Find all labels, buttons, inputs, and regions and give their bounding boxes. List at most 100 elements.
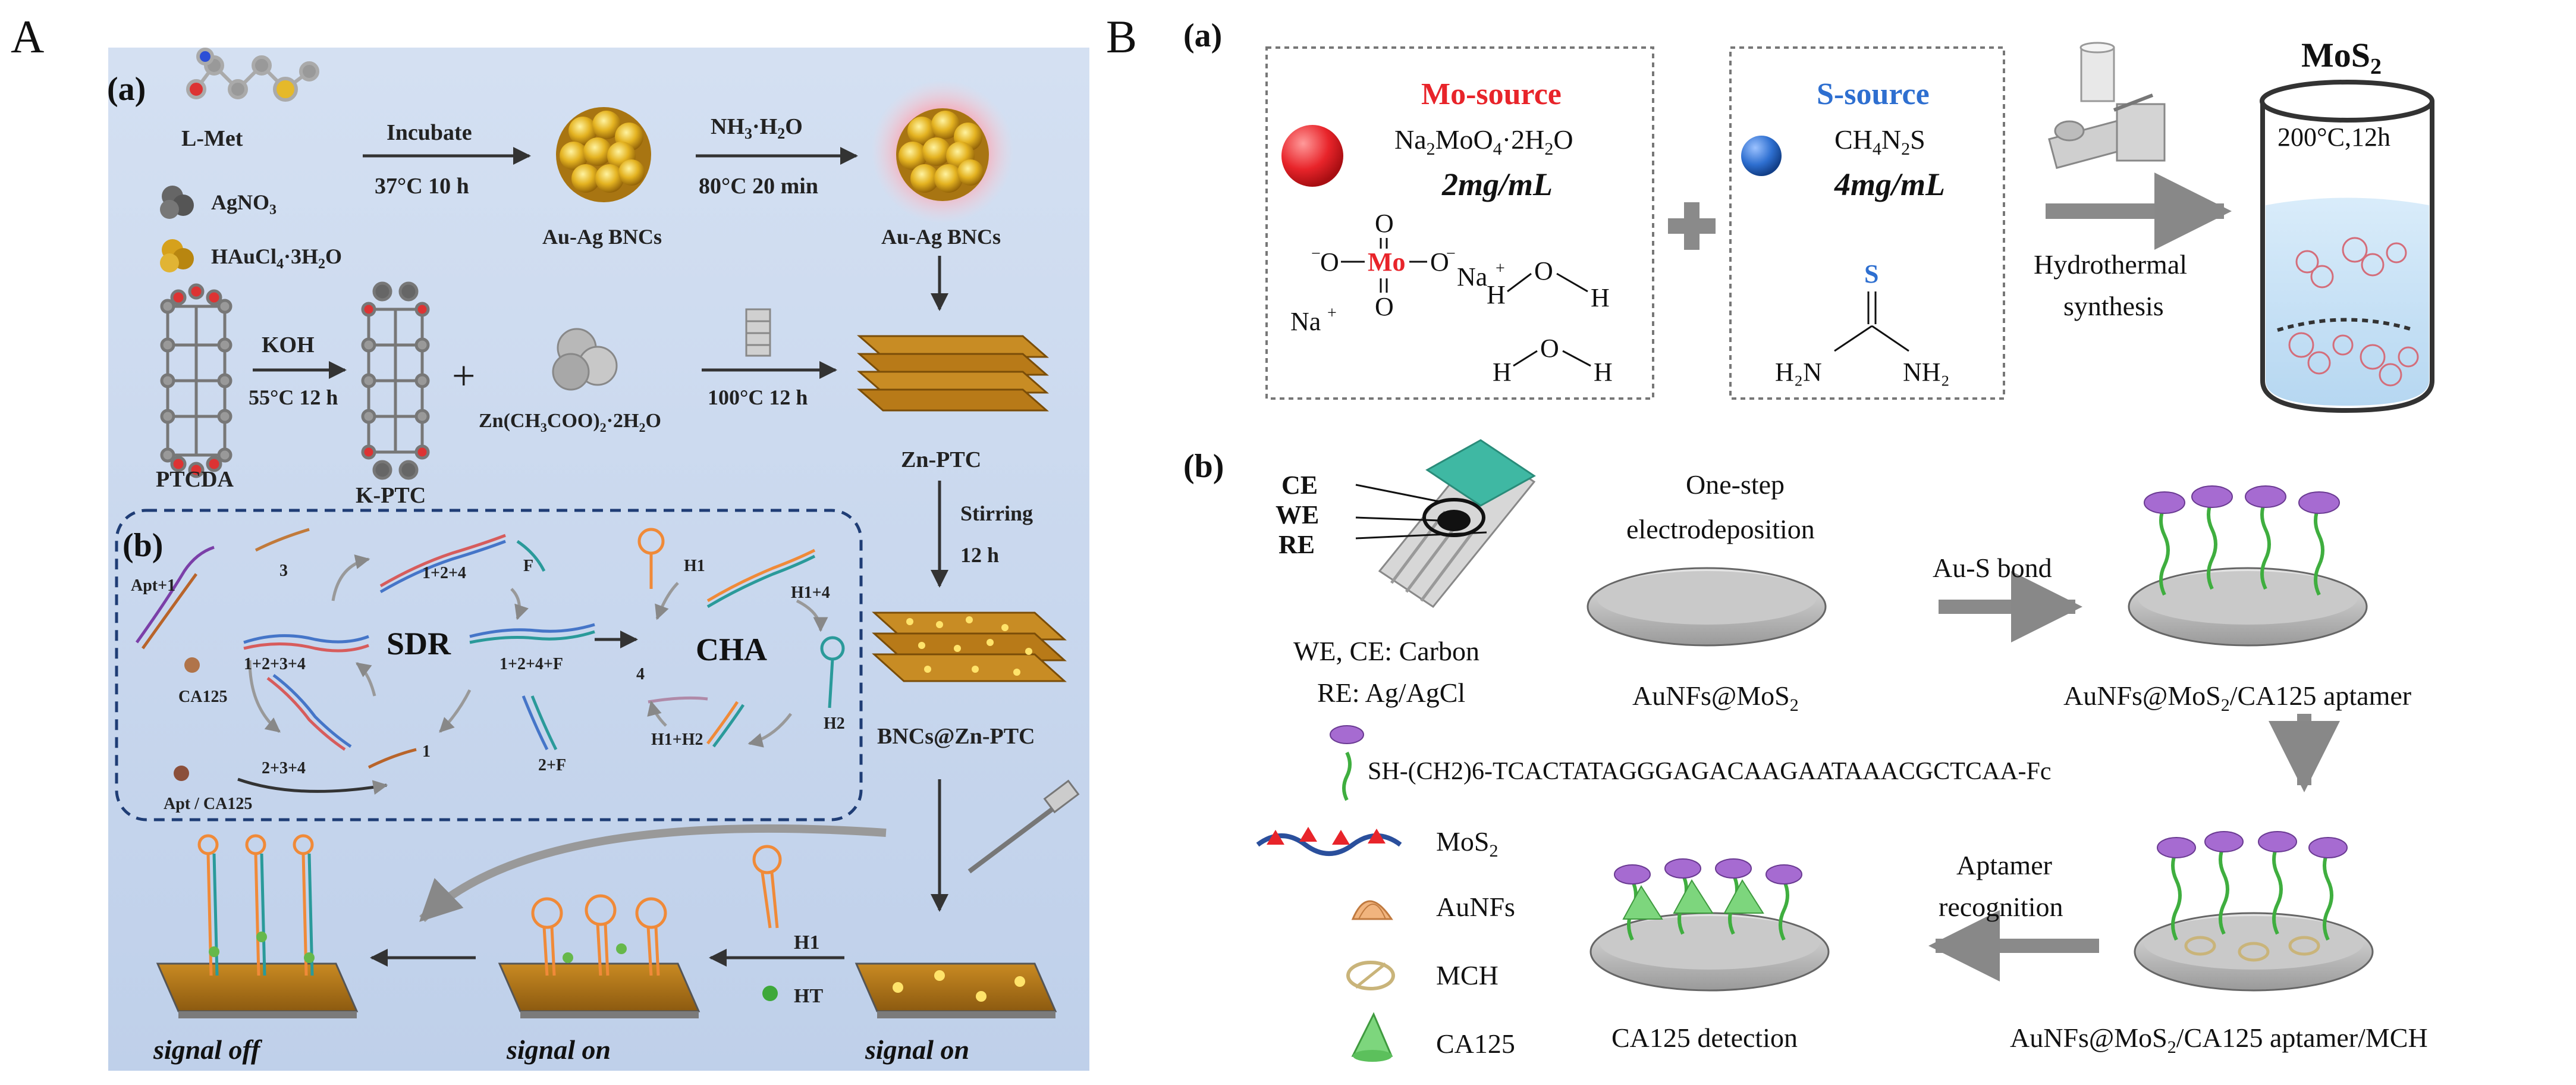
haucl-icon: [160, 239, 194, 272]
lmet-molecule-icon: [186, 48, 319, 102]
panel-b-sub-a: (a): [1183, 17, 1222, 54]
pipette-icon: [967, 779, 1080, 874]
svg-text:O: O: [1534, 256, 1553, 286]
panel-b-sub-b: (b): [1183, 448, 1224, 485]
panel-a-letter: A: [11, 11, 44, 62]
bncs-zn-ptc-label: BNCs@Zn-PTC: [877, 724, 1035, 749]
h1-bottom-label: H1: [794, 932, 819, 954]
s-source-box: [1729, 46, 2005, 400]
s-concentration: 4mg/mL: [1834, 167, 1945, 202]
svg-text:S: S: [1864, 259, 1878, 289]
plate-signal-on-right: [855, 962, 1057, 1018]
label-h1h2: H1+H2: [651, 730, 703, 749]
nh3-label: NH3·H2O: [711, 114, 803, 142]
panel-a: A (a) L-Met AgNO3 HAuCl4·3H2O Incubate 3…: [11, 11, 1089, 1071]
label-234: 2+3+4: [262, 759, 306, 777]
disk-ca125-detection: [1589, 858, 1830, 992]
ht-label: HT: [794, 985, 823, 1007]
ca125-detection-label: CA125 detection: [1611, 1023, 1798, 1053]
mo-concentration: 2mg/mL: [1441, 167, 1553, 202]
ca125-legend-icon: [1351, 1012, 1393, 1062]
zn-condition: 100°C 12 h: [708, 385, 808, 409]
ca125-protein-icon: [184, 657, 200, 673]
svg-text:H: H: [1594, 358, 1613, 387]
zinc-acetate-label: Zn(CH3COO)2·2H2O: [479, 410, 661, 435]
mo-source-sphere-icon: [1281, 125, 1343, 187]
autoclave-icon: [745, 308, 771, 357]
re-leader: [1355, 531, 1487, 540]
s-source-sphere-icon: [1741, 136, 1782, 176]
thiourea-structure: S H₂N NH₂: [1775, 259, 1950, 387]
cha-hairpins: [637, 528, 845, 748]
s-formula: CH4N2S: [1834, 124, 1925, 159]
au-s-bond-label: Au-S bond: [1933, 553, 2052, 583]
koh-condition: 55°C 12 h: [249, 385, 338, 409]
we-label: WE: [1276, 500, 1319, 529]
sdr-label: SDR: [387, 626, 451, 661]
reactor-vessel-icon: [2260, 80, 2434, 413]
svg-text:H₂N: H₂N: [1775, 358, 1822, 387]
gray-plus-icon: [1668, 202, 1716, 250]
panel-b: B (a) Mo-source Na2MoO4·2H2O 2mg/mL Mo O…: [1106, 11, 2434, 1062]
onestep-label-1: One-step: [1686, 469, 1785, 500]
we-ce-label: WE, CE: Carbon: [1293, 636, 1479, 666]
svg-text:−: −: [1311, 244, 1321, 263]
mos2-legend-icon: [1256, 827, 1402, 856]
label-h1p4: H1+4: [791, 584, 830, 602]
plus-sign: +: [452, 353, 475, 399]
aptamer-legend-icon: [1330, 725, 1364, 801]
signal-on-right-label: signal on: [865, 1034, 969, 1065]
disk-aptamer: [2128, 485, 2368, 647]
au-ag-bnc-label-2: Au-Ag BNCs: [881, 225, 1001, 249]
reactor-temperature: 200°C,12h: [2277, 123, 2390, 152]
svg-text:NH₂: NH₂: [1903, 358, 1950, 387]
au-ag-bnc-cluster-icon: [556, 107, 651, 202]
kptc-label: K-PTC: [356, 483, 426, 508]
re-ag-label: RE: Ag/AgCl: [1317, 678, 1465, 708]
re-label: RE: [1278, 530, 1315, 559]
hydrothermal-label-1: Hydrothermal: [2034, 249, 2187, 280]
signal-on-mid-label: signal on: [506, 1034, 611, 1065]
apt-ca125-complex-icon: [174, 766, 189, 781]
label-F: F: [523, 557, 533, 575]
agno3-label: AgNO3: [211, 190, 277, 218]
svg-text:+: +: [1327, 304, 1337, 322]
sdr-cycle-arrows: [237, 554, 638, 795]
panel-b-letter: B: [1106, 11, 1137, 62]
ca125-legend-label: CA125: [1436, 1028, 1515, 1059]
mo-formula: Na2MoO4·2H2O: [1394, 124, 1573, 159]
svg-text:H: H: [1487, 280, 1506, 309]
label-h2: H2: [824, 714, 845, 733]
label-1: 1: [422, 742, 431, 761]
svg-text:Mo: Mo: [1368, 247, 1406, 277]
aunfs-legend-icon: [1351, 900, 1393, 920]
nh3-condition: 80°C 20 min: [699, 174, 818, 199]
svg-text:+: +: [1496, 259, 1505, 278]
svg-text:O: O: [1430, 247, 1449, 277]
plate-signal-off: [156, 834, 359, 1018]
mch-legend-label: MCH: [1436, 960, 1499, 990]
svg-text:H: H: [1493, 358, 1512, 387]
aptamer-recognition-label-2: recognition: [1939, 892, 2063, 922]
label-3: 3: [279, 562, 288, 580]
agno3-icon: [160, 186, 194, 219]
haucl-label: HAuCl4·3H2O: [211, 244, 342, 272]
we-leader: [1355, 516, 1440, 522]
label-124: 1+2+4: [422, 564, 466, 582]
s-source-title: S-source: [1817, 77, 1930, 111]
bncs-zn-ptc-sheets-icon: [872, 612, 1067, 682]
mos2-legend-label: MoS2: [1436, 826, 1498, 861]
koh-label: KOH: [262, 333, 315, 358]
cha-label: CHA: [696, 632, 767, 667]
plate-signal-on-mid: [498, 894, 700, 1018]
kptc-molecule-icon: [361, 281, 430, 480]
svg-text:H: H: [1591, 283, 1610, 312]
svg-text:O: O: [1375, 292, 1394, 321]
aptamer-recognition-label-1: Aptamer: [1956, 850, 2052, 880]
stirring-time: 12 h: [960, 543, 999, 567]
zinc-acetate-icon: [552, 328, 618, 391]
disk-aptamer-mch: [2134, 831, 2374, 992]
incubate-condition: 37°C 10 h: [375, 174, 469, 199]
ptcda-molecule-icon: [160, 283, 233, 478]
